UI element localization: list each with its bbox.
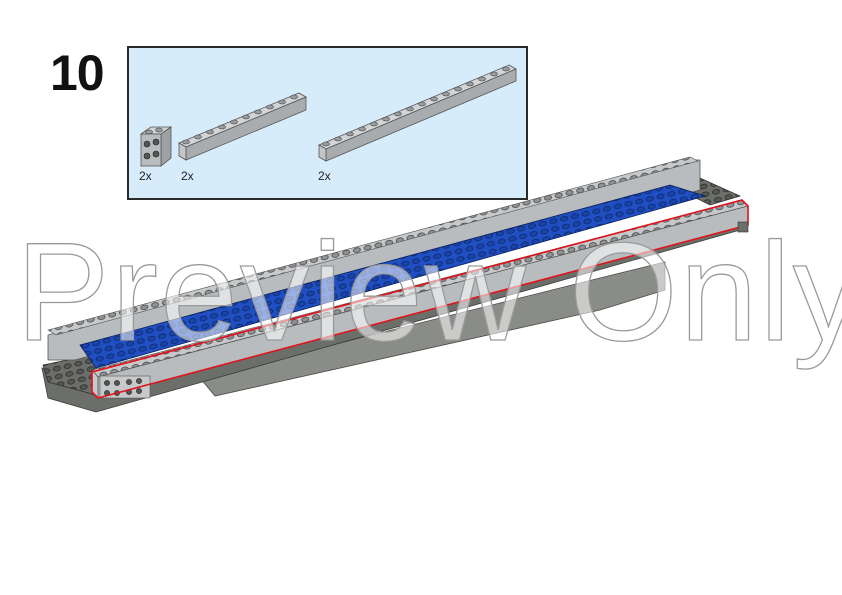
side-stud-bricks [99,375,151,399]
part-quantity: 2x [181,169,194,183]
parts-callout: 2x 2x 2x [127,46,528,200]
blue-floor [79,184,707,369]
part-brick-1x10-icon [178,92,307,161]
part-quantity: 2x [318,169,331,183]
part-side-stud-brick-icon [139,126,173,167]
parts-illustration [139,64,517,167]
part-brick-1x16-icon [318,64,517,162]
front-wall [91,199,749,399]
part-quantity: 2x [139,169,152,183]
support-leg [737,221,749,233]
step-number: 10 [50,45,105,101]
